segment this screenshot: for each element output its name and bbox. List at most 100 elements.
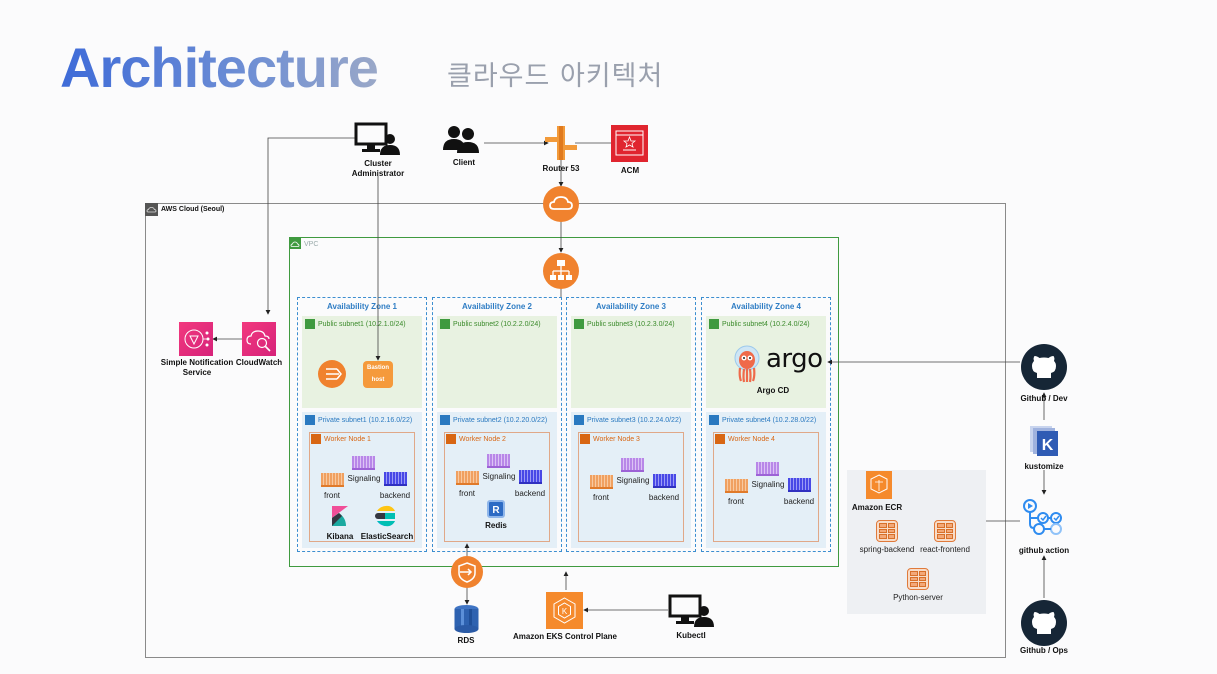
ecr-repository-label[interactable]: Python-server [893,593,943,602]
svg-text:K: K [562,607,568,616]
worker-node-label: Worker Node 3 [593,436,640,443]
signaling-pod-icon [756,462,779,476]
front-pod-label: front [727,497,744,506]
ecr-repository-label[interactable]: react-frontend [920,545,970,554]
private-subnet-label: Private subnet3 (10.2.24.0/22) [587,417,682,424]
kubectl-workstation-icon [668,594,714,628]
rds-label: RDS [457,636,475,645]
public-subnet-label: Public subnet3 (10.2.3.0/24) [587,321,675,328]
public-subnet-lock-icon [440,319,450,329]
client-label: Client [452,158,476,167]
private-subnet-label: Private subnet1 (10.2.16.0/22) [318,417,413,424]
ecr-repository-label[interactable]: spring-backend [859,545,915,554]
svg-text:K: K [1042,437,1054,454]
worker-node-4 [713,432,819,542]
signaling-pod-label: Signaling [751,480,785,489]
certificate-manager-icon [611,125,648,162]
signaling-pod-icon [621,458,644,472]
public-subnet-3 [571,316,691,408]
redis-label: Redis [485,521,507,530]
backend-pod-label: backend [379,491,411,500]
eks-icon: K [546,592,583,629]
vpc-endpoint-icon [451,556,483,588]
github-dev-icon[interactable] [1021,344,1067,390]
kibana-icon [332,506,348,526]
argo-wordmark: argo [766,344,823,374]
route53-icon [545,126,577,160]
cloudwatch-label: CloudWatch [235,358,283,367]
front-pod-label: front [458,489,475,498]
private-subnet-label: Private subnet2 (10.2.20.0/22) [453,417,548,424]
availability-zone-2 [432,297,562,552]
backend-pod-label: backend [648,493,680,502]
backend-pod-icon [788,478,811,492]
worker-node-3 [578,432,684,542]
backend-pod-icon [519,470,542,484]
github-action-label: github action [1018,546,1070,555]
public-subnet-lock-icon [574,319,584,329]
users-icon [442,124,482,154]
admin-workstation-icon [354,122,400,156]
public-subnet-1 [302,316,422,408]
worker-node-label: Worker Node 2 [459,436,506,443]
public-subnet-label: Public subnet2 (10.2.2.0/24) [453,321,541,328]
private-subnet-lock-icon [574,415,584,425]
signaling-pod-icon [487,454,510,468]
argo-cd-label: Argo CD [756,386,790,395]
elasticsearch-label: ElasticSearch [360,532,414,541]
signaling-pod-label: Signaling [616,476,650,485]
ecr-title: Amazon ECR [851,503,903,512]
redis-icon: R [487,500,505,518]
eks-label: Amazon EKS Control Plane [512,632,617,641]
backend-pod-label: backend [783,497,815,506]
front-pod-label: front [323,491,340,500]
backend-pod-label: backend [514,489,546,498]
ecr-icon [866,471,892,499]
nat-gateway-icon [318,360,346,388]
kubectl-label: Kubectl [676,631,706,640]
github-action-icon[interactable] [1022,498,1066,542]
rds-database-icon [453,605,480,633]
cloudwatch-icon [242,322,276,356]
availability-zone-title: Availability Zone 2 [462,302,532,311]
page-title: Architecture [60,36,379,99]
github-ops-icon[interactable] [1021,600,1067,646]
route53-label: Router 53 [542,164,580,173]
acm-label: ACM [620,166,640,175]
ec2-instance-icon [715,434,725,444]
page-subtitle: 클라우드 아키텍처 [447,61,664,92]
internet-gateway-icon [543,186,579,222]
backend-pod-icon [653,474,676,488]
signaling-pod-label: Signaling [482,472,516,481]
kibana-label: Kibana [326,532,354,541]
worker-node-label: Worker Node 4 [728,436,775,443]
private-subnet-lock-icon [305,415,315,425]
availability-zone-title: Availability Zone 4 [731,302,801,311]
front-pod-label: front [592,493,609,502]
github-dev-label: Github / Dev [1020,394,1068,403]
public-subnet-lock-icon [305,319,315,329]
worker-node-2 [444,432,550,542]
vpc-boundary [289,237,839,567]
signaling-pod-icon [352,456,375,470]
kustomize-label: kustomize [1024,462,1064,471]
vpc-label: VPC [304,241,319,248]
availability-zone-title: Availability Zone 3 [596,302,666,311]
sns-icon [179,322,213,356]
private-subnet-lock-icon [709,415,719,425]
signaling-pod-label: Signaling [347,474,381,483]
front-pod-icon [321,473,344,487]
ec2-instance-icon [580,434,590,444]
ecr-repository-icon [907,568,929,590]
public-subnet-lock-icon [709,319,719,329]
private-subnet-lock-icon [440,415,450,425]
argo-mascot-icon [734,344,760,384]
aws-cloud-label: AWS Cloud (Seoul) [161,206,225,213]
private-subnet-label: Private subnet4 (10.2.28.0/22) [722,417,817,424]
backend-pod-icon [384,472,407,486]
availability-zone-4 [701,297,831,552]
kustomize-icon: K [1028,424,1060,458]
